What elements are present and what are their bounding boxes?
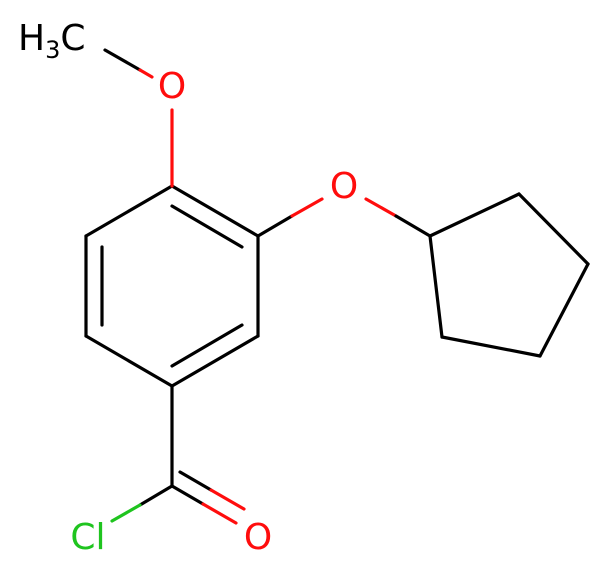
ring-bond-c1-c2 (170, 184, 260, 238)
chlorine-label: Cl (70, 517, 105, 558)
cyclopentane-bond-1 (428, 192, 521, 238)
bond-c2-ether-o-black (256, 214, 294, 238)
ether-oxygen-label: O (330, 166, 358, 207)
methoxy-group: O H3C (18, 18, 186, 188)
cyclopentane-bond-5 (428, 234, 444, 339)
bond-carbonyl-c-o-outer-black (170, 484, 205, 506)
cyclopentane-bond-4 (440, 335, 542, 358)
methyl-label: H3C (18, 18, 86, 64)
bond-methoxy-o-ch3-black (103, 48, 142, 72)
bond-ether-o-cp-black (394, 214, 432, 238)
carbonyl-oxygen-label: O (244, 517, 272, 558)
bond-carbonyl-c-o-outer-red (201, 502, 238, 525)
ring-bond-c6-c1 (84, 184, 174, 238)
cyclopentyloxy-group: O (256, 166, 590, 358)
bond-carbonyl-c-o-inner-red (209, 488, 246, 511)
ring-bond-c3-c4 (170, 334, 260, 388)
methyl-h: H (18, 18, 45, 59)
cyclopentane-bond-3 (538, 262, 590, 358)
ring-bond-c1-c2-inner (170, 204, 244, 249)
bond-c2-ether-o-red (290, 197, 324, 218)
bond-carbonyl-c-cl-black (138, 484, 174, 507)
cyclopentane-bond-2 (517, 192, 590, 266)
ring-bond-c3-c4-inner (170, 323, 244, 368)
benzene-ring (84, 184, 260, 388)
bond-ether-o-cp-red (364, 197, 398, 218)
methoxy-oxygen-label: O (158, 66, 186, 107)
methyl-subscript: 3 (45, 36, 60, 64)
ring-bond-c4-c5 (84, 334, 174, 388)
bond-carbonyl-c-cl-green (110, 503, 142, 523)
bond-methoxy-o-ch3-red (138, 68, 154, 79)
methyl-c: C (60, 18, 85, 59)
bond-carbonyl-c-o-inner-black (178, 470, 213, 492)
acyl-chloride-group: O Cl (70, 384, 272, 558)
